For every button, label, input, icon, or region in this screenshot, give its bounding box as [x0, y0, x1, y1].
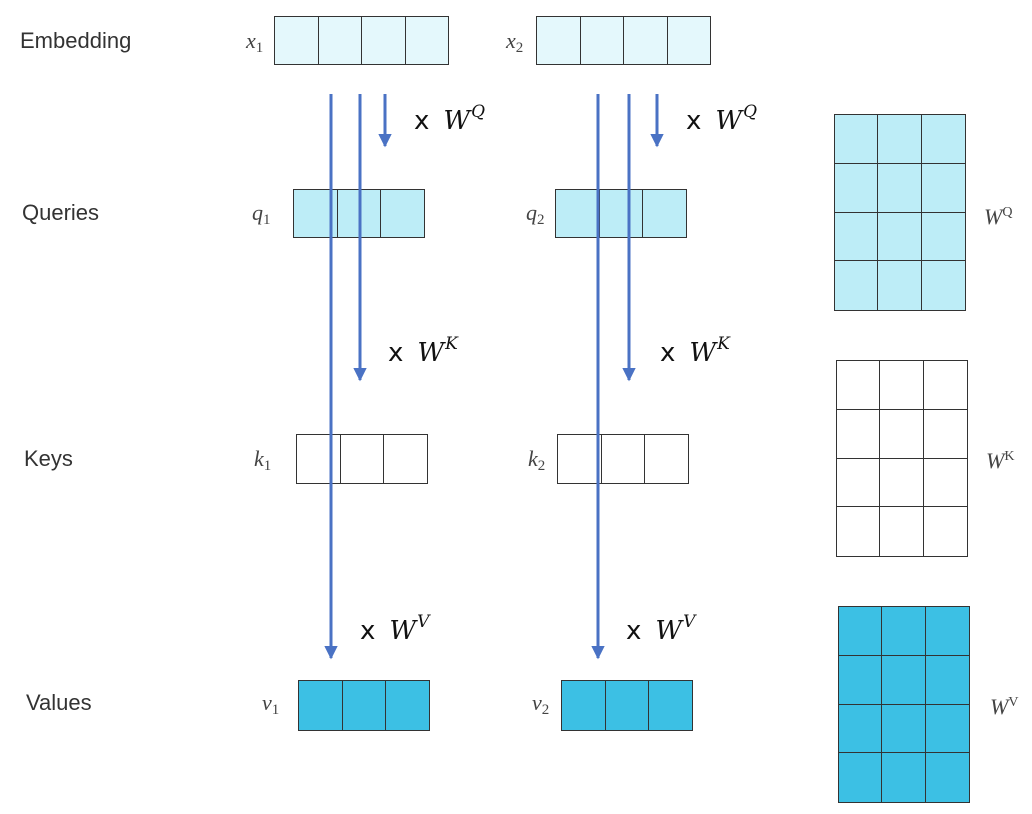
wv-matrix [838, 606, 970, 803]
k2-label: k2 [528, 446, 546, 474]
row-label-keys: Keys [24, 446, 73, 471]
wk-matrix-label: WK [986, 448, 1015, 473]
row-label-queries: Queries [22, 200, 100, 225]
x2-vector [536, 16, 711, 65]
k1-vector [296, 434, 428, 484]
q2-label: q2 [526, 200, 545, 228]
v1-vector [298, 680, 430, 731]
q2-vector [555, 189, 687, 238]
x1-vector [274, 16, 449, 65]
q1-label: q1 [252, 200, 271, 228]
k1-label: k1 [254, 446, 272, 474]
wk-matrix [836, 360, 968, 557]
v2-label: v2 [532, 690, 550, 718]
x2-label: x2 [506, 28, 524, 56]
x1-label: x1 [246, 28, 264, 56]
k2-vector [557, 434, 689, 484]
v2-vector [561, 680, 693, 731]
wq-matrix-label: WQ [984, 204, 1013, 229]
row-label-embedding: Embedding [20, 28, 132, 53]
wv-matrix-label: WV [990, 694, 1019, 719]
row-label-values: Values [26, 690, 92, 715]
wq-matrix [834, 114, 966, 311]
v1-label: v1 [262, 690, 280, 718]
